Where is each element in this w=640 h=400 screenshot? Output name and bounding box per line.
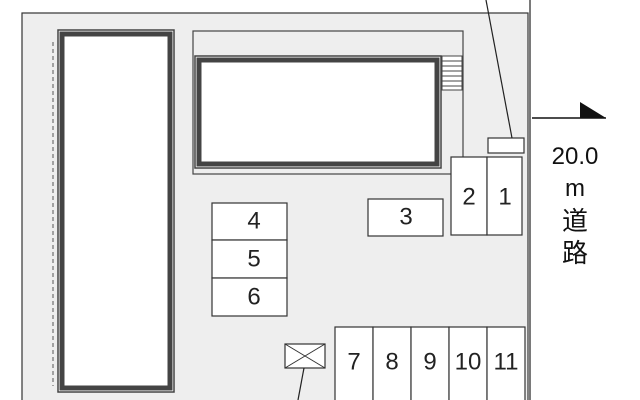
parking-space-7 — [334, 326, 374, 400]
parking-space-6 — [211, 277, 288, 317]
parking-space-4 — [211, 202, 288, 241]
parking-space-2 — [450, 156, 488, 236]
entrance-marker — [487, 137, 525, 154]
parking-space-10 — [448, 326, 488, 400]
parking-label-5: 5 — [247, 246, 260, 273]
parking-space-1 — [486, 156, 523, 236]
parking-label-10: 10 — [455, 349, 482, 376]
parking-label-11: 11 — [494, 349, 519, 376]
road-name-char-1: 道 — [562, 207, 588, 237]
parking-label-1: 1 — [498, 184, 511, 211]
building-left — [57, 29, 175, 393]
parking-space-8 — [372, 326, 412, 400]
leader-line-top — [485, 0, 513, 139]
road-name-char-2: 路 — [562, 239, 588, 269]
garbage-station-icon — [284, 343, 326, 369]
leader-line-bottom — [297, 367, 305, 400]
parking-label-6: 6 — [247, 284, 260, 311]
parking-label-9: 9 — [423, 349, 436, 376]
parking-label-2: 2 — [462, 184, 475, 211]
north-arrow-icon — [532, 102, 606, 119]
walkway-outline — [192, 30, 464, 175]
road-unit-label: m — [565, 175, 585, 202]
parking-space-11 — [486, 326, 526, 400]
parking-space-5 — [211, 239, 288, 279]
staircase-icon — [441, 55, 463, 91]
parking-label-8: 8 — [385, 349, 398, 376]
building-right — [194, 55, 442, 169]
road-width-label: 20.0 — [552, 143, 599, 170]
parking-label-7: 7 — [347, 349, 360, 376]
parking-label-3: 3 — [399, 204, 412, 231]
parking-space-3 — [367, 198, 444, 237]
parking-space-9 — [410, 326, 450, 400]
parking-label-4: 4 — [247, 208, 260, 235]
